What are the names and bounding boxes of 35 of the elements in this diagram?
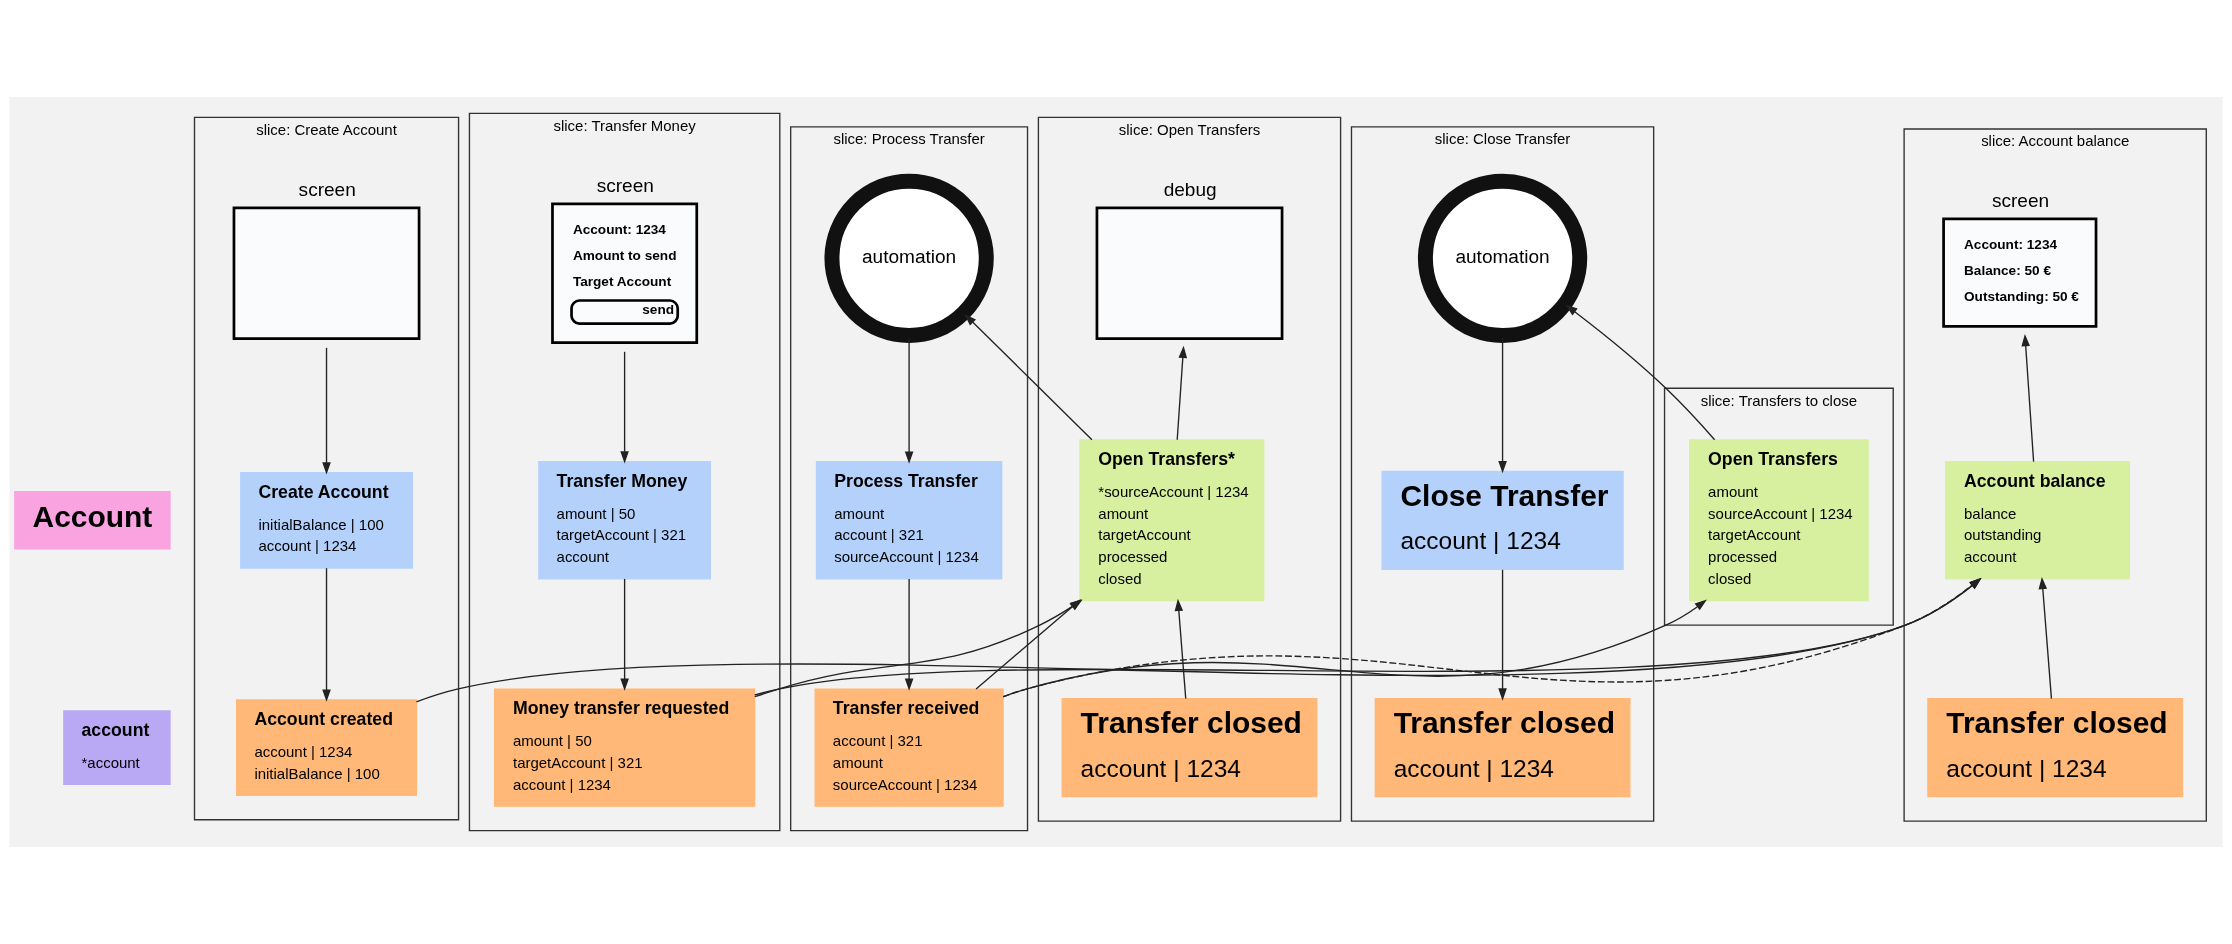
arrow — [2038, 576, 2053, 700]
node-circle: automation — [1417, 173, 1588, 343]
node-box: Transfer closed account | 1234 — [1061, 697, 1318, 798]
node-label: debug — [1163, 178, 1217, 200]
arrow — [620, 578, 629, 691]
arrow — [322, 567, 331, 702]
node-circle: automation — [824, 173, 994, 343]
arrow — [1174, 598, 1187, 700]
node-box: Transfer received account | 321 amount sourceAccount | 1234 — [814, 688, 1004, 807]
arrow — [322, 347, 331, 475]
arrow — [964, 313, 1093, 441]
arrow — [2021, 334, 2035, 463]
node-label: screen — [298, 178, 356, 200]
arrow — [620, 351, 629, 464]
node-box: Account — [14, 491, 171, 550]
node-box: Process Transfer amount account | 321 sourceAccount | 1234 — [815, 461, 1003, 580]
arrow — [1498, 337, 1507, 474]
arrow — [1498, 569, 1507, 701]
node-box: Account created account | 1234 initialBalance | 100 — [236, 699, 418, 796]
node-label: screen — [1991, 189, 2050, 211]
node-box: Open Transfers* *sourceAccount | 1234 amount targetAccount processed closed — [1079, 439, 1265, 602]
node-box: Account balance balance outstanding account — [1944, 461, 2131, 580]
node-box: Open Transfers amount sourceAccount | 1234 targetAccount processed closed — [1689, 439, 1869, 602]
node-box: Transfer Money amount | 50 targetAccount | 321 account — [538, 461, 712, 580]
node-box: Close Transfer account | 1234 — [1381, 470, 1624, 570]
arrow — [904, 578, 914, 691]
node-box: Money transfer requested amount | 50 targetAccount | 321 account | 1234 — [493, 688, 756, 807]
arrow — [904, 337, 914, 464]
node-box: Create Account initialBalance | 100 account | 1234 — [240, 472, 413, 569]
node-label: screen — [596, 174, 654, 196]
node-box: Transfer closed account | 1234 — [1374, 697, 1631, 798]
node-box: account *account — [63, 710, 171, 786]
arrow — [1565, 304, 1716, 441]
arrow — [1176, 345, 1188, 441]
node-box: Transfer closed account | 1234 — [1927, 697, 2184, 798]
